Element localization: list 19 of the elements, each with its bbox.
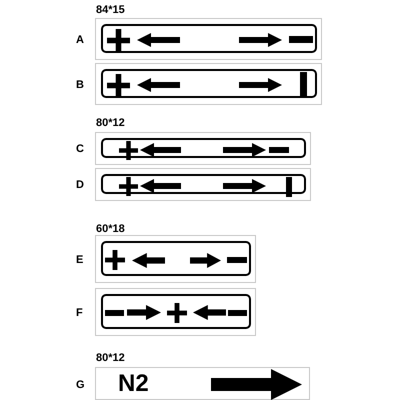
- row-letter: F: [76, 306, 83, 321]
- label-sticker: [95, 168, 311, 201]
- row-letter: C: [76, 142, 84, 157]
- row-letter: D: [76, 178, 84, 193]
- label-sticker: [95, 63, 322, 105]
- row-letter: A: [76, 33, 84, 48]
- row-letter: B: [76, 78, 84, 93]
- size-label: 60*18: [96, 222, 125, 237]
- sticker-text: N2: [118, 370, 149, 398]
- size-label: 80*12: [96, 351, 125, 366]
- row-letter: E: [76, 253, 84, 268]
- size-label: 80*12: [96, 116, 125, 131]
- row-letter: G: [76, 378, 85, 393]
- label-sticker: [95, 235, 256, 283]
- label-sticker: [95, 288, 256, 336]
- label-sticker: [95, 18, 322, 60]
- label-sticker: [95, 132, 311, 165]
- size-label: 84*15: [96, 3, 125, 18]
- label-sticker: [95, 367, 310, 400]
